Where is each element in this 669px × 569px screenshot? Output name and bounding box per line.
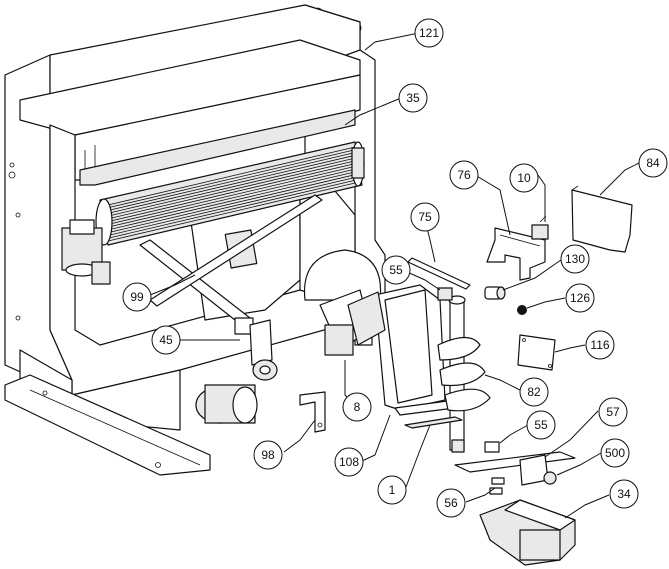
- drive-gearbox: [479, 499, 576, 566]
- access-plate: [517, 334, 556, 371]
- svg-text:99: 99: [130, 290, 144, 304]
- roller-rib: [107, 165, 356, 225]
- callout-57: 57: [598, 397, 628, 427]
- svg-text:84: 84: [646, 156, 660, 170]
- roller-rib: [107, 171, 356, 231]
- callout-56: 56: [436, 488, 466, 518]
- svg-text:55: 55: [534, 418, 548, 432]
- callout-99: 99: [122, 282, 152, 312]
- roller-rib: [107, 182, 356, 242]
- mount-plate: [454, 451, 576, 486]
- svg-text:116: 116: [590, 338, 609, 352]
- svg-text:35: 35: [406, 91, 420, 105]
- callout-76: 76: [449, 160, 479, 190]
- svg-text:8: 8: [354, 400, 361, 414]
- roller-rib: [107, 163, 356, 223]
- roller-rib: [107, 157, 356, 217]
- svg-text:10: 10: [517, 171, 531, 185]
- knob-126: [517, 305, 527, 315]
- svg-text:55: 55: [389, 263, 403, 277]
- callout-35: 35: [398, 83, 428, 113]
- callout-75: 75: [410, 202, 440, 232]
- callout-500: 500: [600, 438, 630, 468]
- roller-rib: [107, 149, 356, 209]
- heater-roller: [95, 141, 365, 246]
- roller-rib: [107, 177, 356, 236]
- leader-lines: [149, 32, 640, 519]
- svg-text:130: 130: [565, 252, 585, 266]
- svg-text:57: 57: [606, 405, 620, 419]
- callout-55-lower: 55: [526, 410, 556, 440]
- cover-plate: [571, 185, 633, 253]
- bearing-500: [543, 471, 557, 485]
- callout-84: 84: [638, 148, 668, 178]
- switch-bracket: [486, 227, 546, 281]
- svg-text:121: 121: [419, 26, 439, 40]
- svg-text:1: 1: [389, 483, 396, 497]
- roller-rib: [107, 174, 356, 234]
- roller-rib: [107, 179, 356, 239]
- svg-text:108: 108: [339, 455, 359, 469]
- auger-screw: [437, 295, 491, 453]
- callout-126: 126: [565, 283, 595, 313]
- callout-8: 8: [342, 392, 372, 422]
- roller-rib: [107, 154, 356, 214]
- gasket: [404, 416, 463, 429]
- svg-text:76: 76: [457, 168, 471, 182]
- callout-98: 98: [253, 440, 283, 470]
- callout-34: 34: [609, 479, 639, 509]
- bushing-lower: [484, 441, 500, 453]
- roller-rib: [107, 168, 356, 228]
- callout-108: 108: [334, 447, 364, 477]
- gear-motor: [195, 319, 278, 424]
- svg-text:45: 45: [159, 333, 173, 347]
- svg-text:34: 34: [617, 487, 631, 501]
- callout-121: 121: [414, 18, 444, 48]
- callout-55-upper: 55: [381, 255, 411, 285]
- roller-rib: [107, 160, 356, 220]
- callout-1: 1: [377, 475, 407, 505]
- roller-rib: [107, 146, 356, 206]
- drive-motor: [61, 219, 111, 285]
- svg-text:75: 75: [418, 210, 432, 224]
- callout-130: 130: [560, 244, 590, 274]
- callout-10: 10: [509, 163, 539, 193]
- bushing-130: [484, 286, 506, 300]
- callout-116: 116: [585, 330, 615, 360]
- callout-82: 82: [519, 377, 549, 407]
- svg-text:82: 82: [527, 385, 541, 399]
- svg-text:98: 98: [261, 448, 275, 462]
- guide-rod: [407, 257, 471, 290]
- svg-text:500: 500: [605, 446, 625, 460]
- svg-text:126: 126: [570, 291, 590, 305]
- roller-rib: [107, 152, 356, 211]
- callout-45: 45: [151, 325, 181, 355]
- support-strut: [139, 194, 323, 335]
- clip-56: [489, 477, 505, 495]
- svg-text:56: 56: [444, 496, 458, 510]
- micro-switch: [531, 215, 549, 240]
- mount-bracket: [299, 391, 326, 433]
- bushing-top: [437, 287, 453, 301]
